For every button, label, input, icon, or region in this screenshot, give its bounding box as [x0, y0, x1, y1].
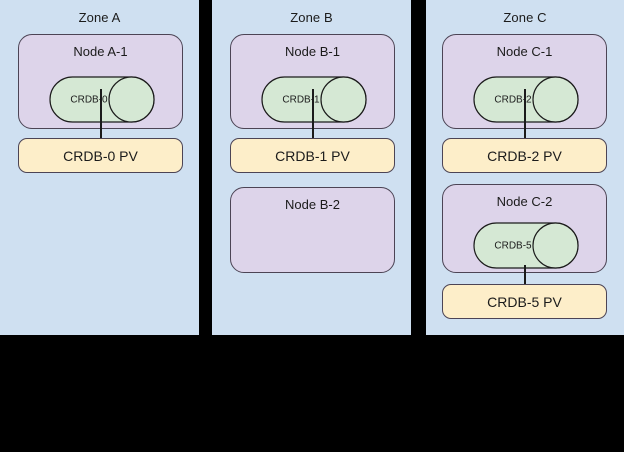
node-b-1-label: Node B-1: [285, 44, 340, 59]
node-a-1-to-crdb-0-pv-connector: [100, 89, 102, 139]
crdb-5-volume: CRDB-5: [473, 222, 579, 269]
node-c-2-label: Node C-2: [496, 194, 553, 209]
crdb-2-volume: CRDB-2: [473, 76, 579, 123]
crdb-2-pv: CRDB-2 PV: [442, 138, 607, 173]
cylinder-icon: [473, 76, 579, 123]
crdb-5-pv: CRDB-5 PV: [442, 284, 607, 319]
node-c-1-label: Node C-1: [496, 44, 553, 59]
zone-a-label: Zone A: [78, 10, 121, 25]
crdb-1-pv-label: CRDB-1 PV: [275, 147, 350, 164]
zone-b: Zone B Node B-1 CRDB-1 CRDB-1 PV Node B-…: [212, 0, 411, 335]
cylinder-icon: [261, 76, 367, 123]
node-c-2: Node C-2 CRDB-5: [442, 184, 607, 273]
node-c-2-to-crdb-5-pv-connector: [524, 265, 526, 286]
cylinder-icon: [49, 76, 155, 123]
crdb-2-pv-label: CRDB-2 PV: [487, 147, 562, 164]
cylinder-icon: [473, 222, 579, 269]
node-c-1-to-crdb-2-pv-connector: [524, 89, 526, 139]
node-c-1: Node C-1 CRDB-2: [442, 34, 607, 129]
crdb-1-volume: CRDB-1: [261, 76, 367, 123]
node-b-2: Node B-2: [230, 187, 395, 273]
node-b-2-label: Node B-2: [285, 197, 340, 212]
crdb-0-pv: CRDB-0 PV: [18, 138, 183, 173]
zone-a: Zone A Node A-1 CRDB-0 CRDB-0 PV: [0, 0, 199, 335]
crdb-0-pv-label: CRDB-0 PV: [63, 147, 138, 164]
zone-b-label: Zone B: [290, 10, 333, 25]
crdb-0-volume: CRDB-0: [49, 76, 155, 123]
node-b-1-to-crdb-1-pv-connector: [312, 89, 314, 139]
zone-c-label: Zone C: [503, 10, 547, 25]
zone-c: Zone C Node C-1 CRDB-2 CRDB-2 PV Node C-…: [426, 0, 624, 335]
crdb-5-pv-label: CRDB-5 PV: [487, 293, 562, 310]
crdb-1-pv: CRDB-1 PV: [230, 138, 395, 173]
node-a-1-label: Node A-1: [73, 44, 128, 59]
